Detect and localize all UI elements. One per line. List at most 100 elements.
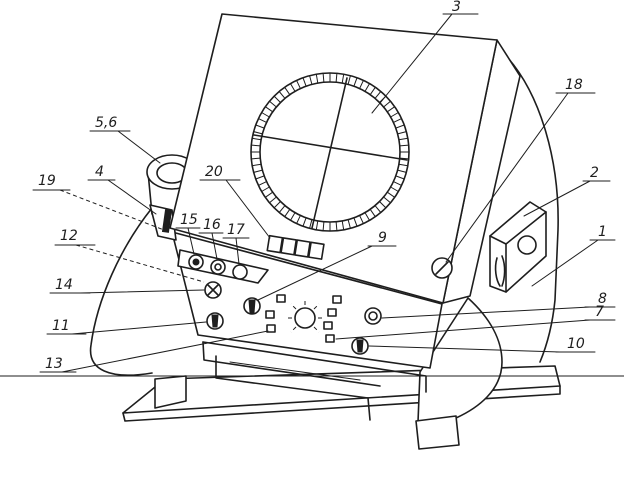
scale-tick	[296, 79, 301, 90]
callout-20: 20	[199, 164, 271, 239]
scale-tick	[395, 124, 405, 129]
scale-tick	[397, 131, 407, 135]
callout-label: 17	[227, 222, 245, 238]
scale-tick	[359, 79, 364, 90]
callout-10: 10	[368, 336, 596, 353]
callout-label: 3	[452, 0, 461, 15]
scale-tick	[278, 91, 286, 99]
knob-8	[364, 307, 382, 325]
scale-tick	[390, 112, 399, 118]
scale-tick	[251, 163, 262, 167]
callout-5-6: 5,6	[89, 115, 161, 164]
projection-screen	[250, 72, 410, 232]
scale-tick	[290, 212, 296, 221]
scale-tick	[379, 201, 387, 209]
callout-9: 9	[257, 230, 397, 301]
callout-label: 12	[60, 228, 78, 244]
callout-16: 16	[198, 217, 224, 260]
scale-tick	[302, 217, 307, 227]
scale-tick	[257, 118, 268, 123]
side-switch	[161, 209, 173, 233]
callout-label: 4	[95, 164, 104, 180]
right-housing	[507, 57, 559, 363]
crosshair-vertical	[311, 77, 348, 229]
scale-tick	[253, 131, 263, 135]
callout-14: 14	[49, 277, 205, 294]
scale-tick	[302, 77, 307, 87]
screen-scale	[250, 72, 410, 232]
callout-label: 9	[378, 230, 387, 246]
scale-tick	[264, 106, 274, 113]
callout-label: 8	[598, 291, 607, 307]
scale-tick	[296, 214, 301, 225]
scale-tick	[374, 205, 382, 213]
scale-tick	[383, 196, 391, 204]
callout-18: 18	[445, 77, 596, 263]
screen-housing	[169, 13, 521, 304]
callout-15: 15	[175, 212, 201, 255]
callout-12: 12	[54, 228, 205, 283]
callout-17: 17	[222, 222, 250, 265]
right-leg	[417, 297, 503, 423]
callout-2: 2	[523, 165, 611, 217]
bracket-handle	[494, 255, 506, 287]
scale-tick	[347, 219, 351, 229]
bracket-screw	[517, 235, 537, 255]
screen-housing-front	[169, 13, 498, 304]
scale-tick	[273, 95, 281, 103]
scale-tick	[261, 186, 270, 192]
knob-17	[232, 264, 248, 280]
indicator-squares	[265, 294, 342, 343]
callout-label: 10	[567, 336, 585, 352]
scale-tick	[399, 157, 410, 160]
scale-tick	[386, 191, 396, 198]
control-strip	[177, 249, 269, 284]
scale-tick	[398, 163, 409, 167]
callout-label: 16	[203, 217, 221, 233]
scale-tick	[251, 137, 262, 141]
lamp-14	[204, 281, 222, 299]
callout-8: 8	[381, 291, 616, 319]
callout-13: 13	[39, 330, 269, 373]
callout-label: 11	[52, 318, 70, 334]
knob-10	[351, 337, 369, 355]
knob-11	[206, 312, 224, 330]
selector-dial	[286, 299, 324, 333]
scale-tick	[255, 175, 265, 180]
scale-tick	[364, 83, 370, 92]
scale-tick	[250, 157, 261, 160]
callout-label: 15	[180, 212, 198, 228]
scale-tick	[392, 181, 403, 186]
left-foot	[154, 375, 187, 409]
scale-tick	[255, 124, 265, 129]
front-panel-controls	[204, 281, 382, 355]
scale-tick	[341, 220, 345, 231]
scale-tick	[390, 186, 399, 192]
callout-4: 4	[87, 164, 157, 215]
callout-label: 18	[565, 77, 583, 93]
callout-1: 1	[531, 224, 616, 287]
scale-tick	[392, 118, 403, 123]
scale-tick	[347, 75, 351, 85]
callout-label: 19	[38, 173, 56, 189]
callout-label: 1	[598, 224, 607, 240]
scale-tick	[284, 208, 291, 218]
scale-tick	[364, 212, 370, 221]
focus-knob	[431, 257, 453, 279]
scale-tick	[261, 112, 270, 118]
scale-tick	[395, 175, 405, 180]
callout-label: 5,6	[95, 115, 117, 131]
scale-tick	[322, 72, 325, 83]
scale-tick	[257, 181, 268, 186]
digital-display	[266, 234, 325, 260]
scale-tick	[369, 86, 376, 96]
scale-tick	[322, 221, 325, 232]
scale-tick	[359, 214, 364, 225]
scale-tick	[284, 86, 291, 96]
scale-tick	[353, 217, 358, 227]
knob-9	[243, 297, 261, 315]
scale-tick	[399, 144, 410, 147]
scale-tick	[269, 100, 277, 108]
scale-tick	[397, 169, 407, 173]
